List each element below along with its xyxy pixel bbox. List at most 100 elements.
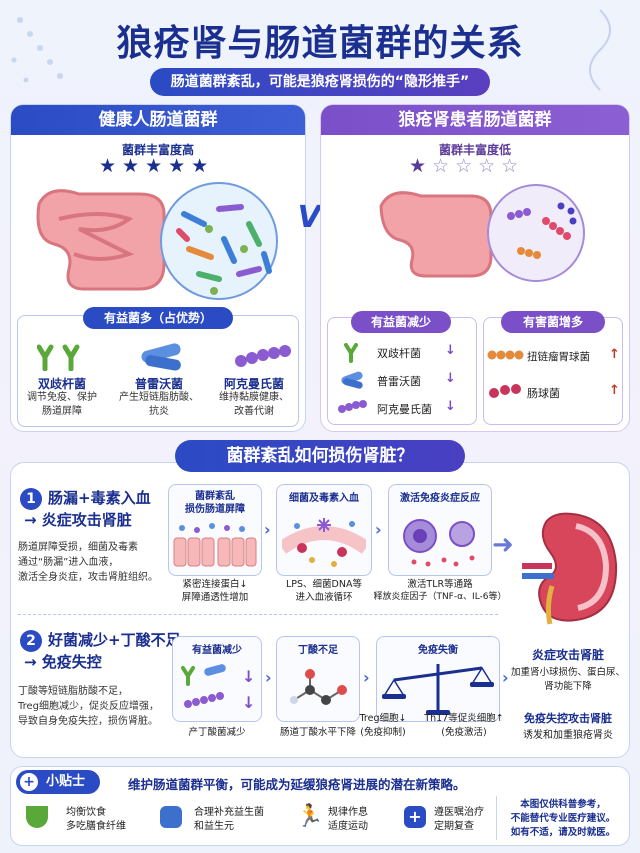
good-bacteria-decrease-caption: 产丁酸菌减少 bbox=[188, 727, 246, 738]
flow-arrow-icon: › bbox=[264, 520, 271, 539]
gut-barrier-caption: 屏障通透性增加 bbox=[181, 592, 249, 603]
butyrate-caption: 肠道丁酸水平下降 bbox=[279, 727, 356, 738]
th17-sub: (免疫激活) bbox=[441, 727, 487, 738]
mechanism-2-title: 好菌减少+丁酸不足 bbox=[48, 631, 181, 649]
tip-item-text: 均衡饮食 bbox=[66, 807, 106, 818]
flow-arrow-icon: › bbox=[502, 668, 509, 687]
tips-panel bbox=[10, 766, 630, 846]
tip-item-text: 合理补充益生菌 bbox=[194, 807, 264, 818]
butyrate-title: 丁酸不足 bbox=[298, 645, 338, 656]
healthy-bacteria-desc: 肠道屏障 bbox=[42, 406, 82, 417]
patient-star-empty: ☆☆☆☆ bbox=[432, 155, 525, 177]
butyrate-box bbox=[276, 636, 360, 722]
healthy-good-bacteria-box bbox=[17, 315, 299, 427]
immune-activation-title: 激活免疫炎症反应 bbox=[400, 493, 480, 504]
tip-item-text: 定期复查 bbox=[434, 821, 474, 832]
prevotella-icon bbox=[341, 371, 363, 389]
akkermansia-icon bbox=[235, 345, 291, 367]
tip-item-text: 适度运动 bbox=[328, 821, 368, 832]
tip-item-text: 和益生元 bbox=[194, 821, 234, 832]
mechanism-1-desc: 通过“肠漏”进入血液， bbox=[18, 557, 119, 568]
healthy-richness-label: 菌群丰富度高 bbox=[121, 143, 194, 157]
patient-gut-illustration bbox=[379, 184, 585, 282]
healthy-bacteria-desc: 抗炎 bbox=[149, 406, 169, 417]
patient-bad-up-box bbox=[483, 317, 623, 425]
patient-good-down-name: 普雷沃菌 bbox=[377, 375, 421, 388]
probiotic-bottle-icon bbox=[160, 806, 182, 828]
healthy-bacteria-desc: 维持黏膜健康、 bbox=[219, 392, 289, 403]
gut-barrier-title: 菌群紊乱 bbox=[195, 491, 235, 502]
treg-sub: (免疫抑制) bbox=[360, 727, 406, 738]
running-person-icon: 🏃 bbox=[296, 804, 324, 829]
treg-label: Treg细胞↓ bbox=[359, 713, 407, 724]
mechanism-header: 菌群紊乱如何损伤肾脏？ bbox=[175, 440, 465, 472]
healthy-bacteria-desc: 改善代谢 bbox=[234, 406, 274, 417]
svg-text:↓: ↓ bbox=[242, 667, 255, 686]
mechanism-divider bbox=[18, 614, 498, 615]
healthy-bacteria-desc: 调节免疫、保护 bbox=[27, 392, 97, 403]
patient-star-filled: ★ bbox=[409, 155, 433, 177]
down-arrow-icon: ↓ bbox=[445, 399, 456, 414]
step-number-badge: 1 bbox=[20, 488, 42, 510]
healthy-bacteria-name: 阿克曼氏菌 bbox=[223, 377, 284, 391]
toxins-blood-title: 细菌及毒素入血 bbox=[289, 493, 359, 504]
ruminococcus-icon bbox=[487, 350, 524, 360]
step-number-badge: 2 bbox=[20, 630, 42, 652]
tip-item-text: 遵医嘱治疗 bbox=[434, 807, 484, 818]
blood-vessel-illustration bbox=[282, 518, 366, 567]
mechanism-2-desc: 导致自身免疫失控，损伤肾脏。 bbox=[18, 716, 158, 727]
mechanism-2-desc: 丁酸等短链脂肪酸不足， bbox=[18, 686, 128, 697]
mechanism-1-desc: 肠道屏障受损，细菌及毒素 bbox=[18, 542, 138, 553]
flow-arrow-icon: › bbox=[363, 668, 370, 687]
mechanism-2-title-2: → 免疫失控 bbox=[24, 653, 102, 671]
th17-label: Th17等促炎细胞↑ bbox=[424, 713, 504, 724]
bifidobacterium-icon bbox=[344, 343, 358, 363]
decorative-dots bbox=[11, 9, 611, 91]
patient-richness-label: 菌群丰富度低 bbox=[438, 143, 511, 157]
intestinal-barrier-illustration bbox=[173, 523, 257, 567]
flow-arrow-icon: › bbox=[375, 520, 382, 539]
healthy-stars: ★★★★★ bbox=[99, 155, 215, 177]
enterococcus-icon bbox=[489, 384, 521, 398]
mechanism-1-title: 肠漏+毒素入血 bbox=[48, 489, 151, 507]
immune-activation-caption: 激活TLR等通路 bbox=[407, 579, 473, 590]
prevotella-icon bbox=[141, 343, 181, 371]
kidney-desc-2: 肾功能下降 bbox=[544, 681, 592, 692]
tip-item-text: 规律作息 bbox=[328, 807, 368, 818]
flow-arrow-icon: › bbox=[265, 668, 272, 687]
mechanism-2-desc: Treg细胞减少，促炎反应增强， bbox=[18, 701, 160, 712]
good-bacteria-decrease-title: 有益菌减少 bbox=[192, 645, 242, 656]
kidney-desc-1: 加重肾小球损伤、蛋白尿、 bbox=[510, 667, 625, 678]
tip-item-text: 多吃膳食纤维 bbox=[66, 821, 126, 832]
disclaimer-divider bbox=[496, 796, 497, 840]
akkermansia-icon bbox=[338, 400, 367, 413]
kidney-title-1: 炎症攻击肾脏 bbox=[531, 648, 604, 662]
food-bowl-icon bbox=[26, 806, 48, 828]
immune-activation-caption: 释放炎症因子（TNF-α、IL-6等） bbox=[373, 592, 507, 602]
patient-stars: ★☆☆☆☆ bbox=[409, 155, 524, 177]
gut-barrier-caption: 紧密连接蛋白↓ bbox=[182, 579, 248, 590]
molecule-illustration bbox=[290, 669, 347, 705]
patient-good-down-name: 阿克曼氏菌 bbox=[377, 403, 432, 416]
mechanism-1-title-2: → 炎症攻击肾脏 bbox=[24, 511, 132, 529]
healthy-header: 健康人肠道菌群 bbox=[11, 105, 305, 135]
healthy-bacteria-name: 普雷沃菌 bbox=[134, 377, 183, 391]
gut-barrier-title-2: 损伤肠道屏障 bbox=[185, 504, 245, 515]
patient-good-down-label: 有益菌减少 bbox=[351, 311, 451, 333]
patient-panel: 狼疮肾患者肠道菌群 菌群丰富度低 ★☆☆☆☆ 有益菌减少 双歧杆菌 ↓ 普雷沃菌… bbox=[320, 104, 630, 432]
page-title: 狼疮肾与肠道菌群的关系 bbox=[116, 23, 524, 64]
svg-text:↓: ↓ bbox=[242, 693, 255, 712]
balance-scale-icon bbox=[382, 664, 494, 715]
flow-curve-arrow-icon: ➜ bbox=[492, 530, 514, 560]
disclaimer-text: 不能替代专业医疗建议。 bbox=[510, 813, 616, 824]
disclaimer-text: 本图仅供科普参考， bbox=[520, 799, 606, 810]
immune-cells-illustration bbox=[403, 519, 475, 567]
toxins-blood-caption: LPS、细菌DNA等 bbox=[286, 579, 362, 590]
tips-headline: 维护肠道菌群平衡，可能成为延缓狼疮肾进展的潜在新策略。 bbox=[128, 777, 466, 792]
patient-good-down-name: 双歧杆菌 bbox=[377, 347, 421, 360]
kidney-desc-3: 诱发和加重狼疮肾炎 bbox=[523, 730, 613, 741]
patient-bad-up-name: 扭链瘤胃球菌 bbox=[527, 351, 590, 363]
toxins-blood-caption: 进入血液循环 bbox=[295, 592, 353, 603]
bacteria-decrease-illustration: ↓ ↓ bbox=[181, 664, 255, 712]
healthy-gut-illustration bbox=[36, 182, 278, 300]
